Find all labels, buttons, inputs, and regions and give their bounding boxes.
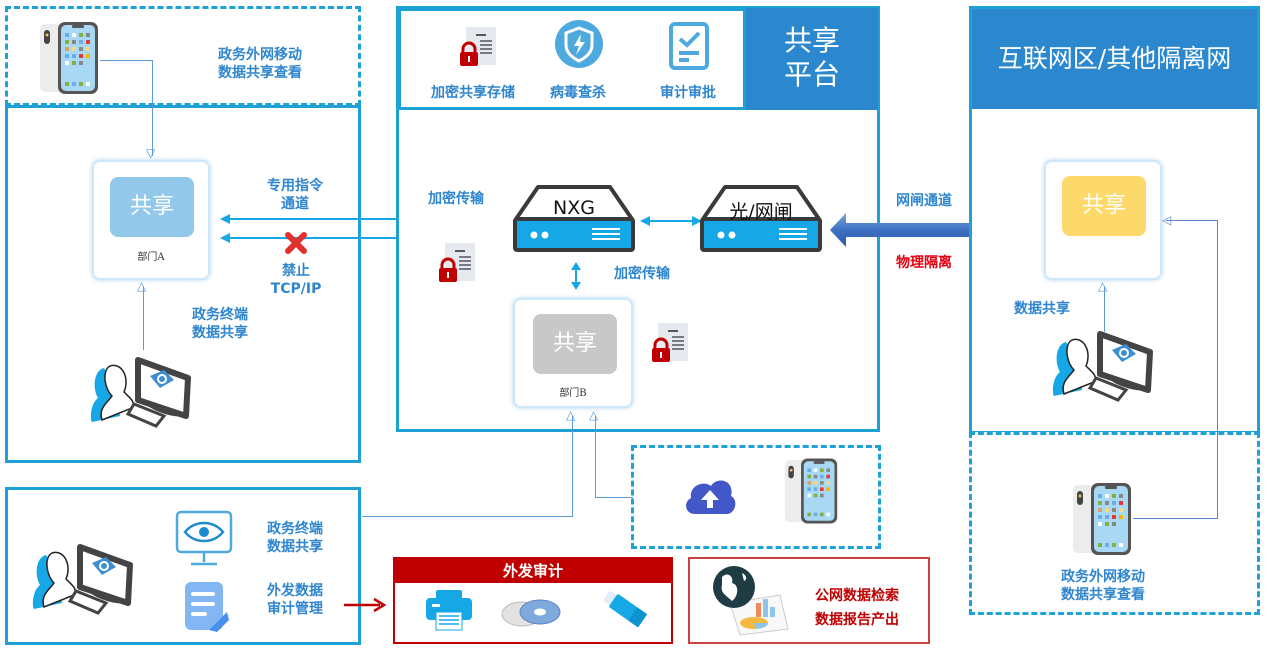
antivirus-shield-icon [554, 19, 604, 73]
internet-zone-title: 互联网区/其他隔离网 [972, 9, 1257, 109]
forbid-label-line1: 禁止 [282, 263, 310, 279]
connector-line [1104, 286, 1105, 332]
share-tile-a: 共享 [110, 177, 194, 237]
arrow-up-icon: △ [137, 279, 147, 293]
arrow-up-icon: △ [566, 408, 576, 422]
feature-encrypted-storage-label: 加密共享存储 [431, 85, 515, 101]
share-card-right[interactable]: 共享 [1044, 160, 1162, 280]
left-terminal-label: 政务终端 数据共享 [180, 306, 260, 342]
bottom-audit-label-line1: 外发数据 [267, 583, 323, 599]
mobile-phone-icon [783, 458, 839, 528]
arrow-up-icon: △ [1098, 279, 1108, 293]
forbid-tcpip-label: 禁止 TCP/IP [258, 262, 334, 298]
bottom-terminal-label-line2: 数据共享 [267, 539, 323, 555]
public-search-label-line1: 公网数据检索 [815, 588, 899, 604]
audit-checklist-icon [668, 21, 710, 75]
nxg-gateway-arrow [640, 212, 702, 231]
left-mobile-label: 政务外网移动 数据共享查看 [200, 46, 320, 82]
bottom-audit-label-line2: 审计管理 [267, 601, 323, 617]
physical-isolation-label: 物理隔离 [896, 255, 952, 271]
connector-line [595, 497, 633, 498]
share-card-dept-b[interactable]: 共享 部门B [513, 298, 633, 408]
right-mobile-label-line2: 数据共享查看 [1061, 587, 1145, 603]
monitor-eye-icon [175, 510, 233, 572]
feature-audit-label: 审计审批 [660, 85, 716, 101]
gateway-channel-arrow [830, 213, 1028, 251]
disc-icon [500, 598, 562, 632]
connector-line [595, 416, 596, 498]
connector-line [143, 286, 144, 350]
connector-line [1166, 220, 1218, 221]
platform-title: 共享 平台 [746, 8, 878, 110]
public-search-label-line2: 数据报告产出 [815, 612, 899, 628]
right-mobile-label: 政务外网移动 数据共享查看 [1048, 568, 1158, 604]
nxg-label: NXG [553, 197, 595, 219]
left-mobile-label-line1: 政务外网移动 [218, 47, 302, 63]
connector-line [572, 416, 573, 516]
arrow-left-icon: ◁ [1162, 213, 1172, 227]
connector-line [362, 516, 573, 517]
mobile-phone-icon [1071, 483, 1133, 559]
arrow-up-icon: △ [589, 408, 599, 422]
share-tile-b: 共享 [533, 314, 617, 374]
share-card-dept-a[interactable]: 共享 部门A [92, 160, 210, 280]
gateway-label: 光/网闸 [729, 201, 793, 223]
left-terminal-label-line1: 政务终端 [192, 307, 248, 323]
right-data-share-label: 数据共享 [1014, 301, 1070, 317]
forbid-label-line2: TCP/IP [270, 281, 322, 297]
dedicated-channel-label-line2: 通道 [281, 196, 309, 212]
feature-antivirus-label: 病毒查杀 [550, 85, 606, 101]
share-tile-right: 共享 [1062, 176, 1146, 236]
dedicated-channel-label: 专用指令 通道 [255, 177, 335, 213]
printer-icon [424, 588, 474, 634]
encrypted-transfer-label: 加密传输 [428, 191, 484, 207]
connector-line [152, 60, 153, 156]
user-workstation-icon [32, 544, 142, 621]
gateway-server[interactable]: 光/网闸 [699, 185, 823, 257]
nxg-server[interactable]: NXG [512, 185, 636, 257]
connector-line [100, 60, 153, 61]
dept-b-label: 部门B [559, 388, 587, 399]
globe-report-icon [710, 563, 790, 641]
document-edit-icon [183, 580, 229, 636]
bottom-terminal-label-line1: 政务终端 [267, 521, 323, 537]
encrypted-doc-icon [437, 240, 475, 288]
left-mobile-label-line2: 数据共享查看 [218, 65, 302, 81]
encrypted-transfer-vertical-label: 加密传输 [614, 266, 670, 282]
user-workstation-icon [1052, 331, 1162, 408]
public-search-label: 公网数据检索 数据报告产出 [800, 584, 914, 632]
bottom-terminal-label: 政务终端 数据共享 [255, 520, 335, 556]
user-workstation-icon [90, 357, 200, 434]
bottom-audit-label: 外发数据 审计管理 [255, 582, 335, 618]
arrow-down-icon: ▽ [146, 146, 156, 160]
mobile-phone-icon [38, 22, 100, 98]
nxg-deptb-arrow [570, 262, 582, 294]
connector-line [1133, 518, 1218, 519]
gateway-channel-label: 网闸通道 [896, 193, 952, 209]
dept-a-label: 部门A [137, 252, 165, 263]
right-mobile-label-line1: 政务外网移动 [1061, 569, 1145, 585]
cloud-mobile-frame [631, 445, 881, 549]
cloud-upload-icon[interactable] [683, 476, 737, 520]
dedicated-channel-label-line1: 专用指令 [267, 178, 323, 194]
outbound-audit-title: 外发审计 [395, 559, 671, 583]
blocked-x-icon [285, 232, 307, 258]
left-terminal-label-line2: 数据共享 [192, 325, 248, 341]
audit-arrow [344, 597, 388, 616]
platform-title-line2: 平台 [783, 58, 840, 91]
connector-line [1217, 220, 1218, 519]
platform-title-line1: 共享 [783, 24, 840, 57]
encrypted-doc-icon [458, 25, 496, 71]
encrypted-doc-icon [650, 320, 688, 368]
usb-drive-icon [600, 590, 648, 632]
